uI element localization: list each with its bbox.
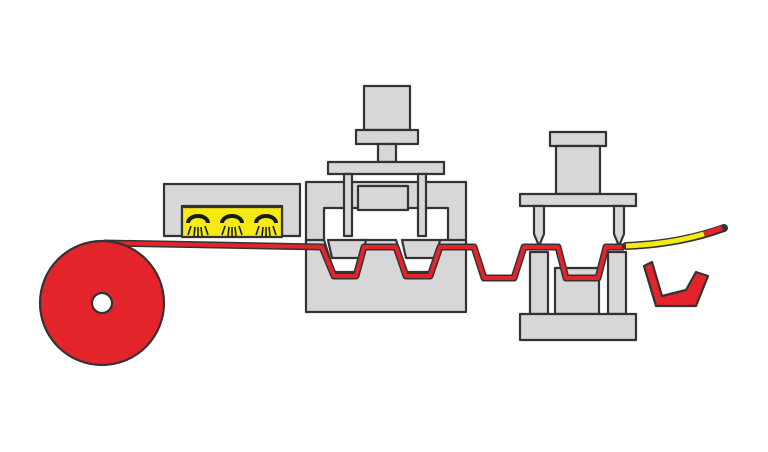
heater-element-3-icon: [254, 214, 278, 237]
trimming-station: [518, 130, 638, 342]
trim-lower-post-left: [528, 250, 550, 316]
forming-actuator-rod: [376, 142, 398, 164]
forming-station: [304, 84, 468, 314]
film-web: [103, 224, 728, 282]
film-roll-icon: [38, 239, 166, 367]
plug-rod-1: [342, 172, 354, 238]
heater-element-1-icon: [186, 214, 210, 237]
trim-cutter-1: [532, 204, 546, 248]
heater-element-2-icon: [220, 214, 244, 237]
trim-actuator-flange: [548, 130, 608, 148]
trim-upper-platen: [518, 192, 638, 208]
trim-actuator-cylinder: [554, 144, 602, 196]
film-roll-core: [90, 291, 114, 315]
skeleton-scrap-red-end: [703, 225, 723, 237]
heater-elements: [186, 214, 278, 237]
trim-lower-platen: [518, 312, 638, 342]
skeleton-scrap-yellow: [625, 231, 705, 249]
forming-crossbar: [356, 184, 410, 212]
formed-cup-icon: [642, 260, 710, 308]
forming-actuator-cylinder: [362, 84, 412, 132]
forming-actuator-flange: [354, 128, 420, 146]
forming-upper-platen: [326, 160, 446, 176]
trim-cutter-2: [612, 204, 626, 248]
heater: [162, 182, 302, 239]
trim-lower-post-right: [606, 250, 628, 316]
plug-rod-2: [416, 172, 428, 238]
heated-film-strip-fill: [103, 241, 624, 280]
